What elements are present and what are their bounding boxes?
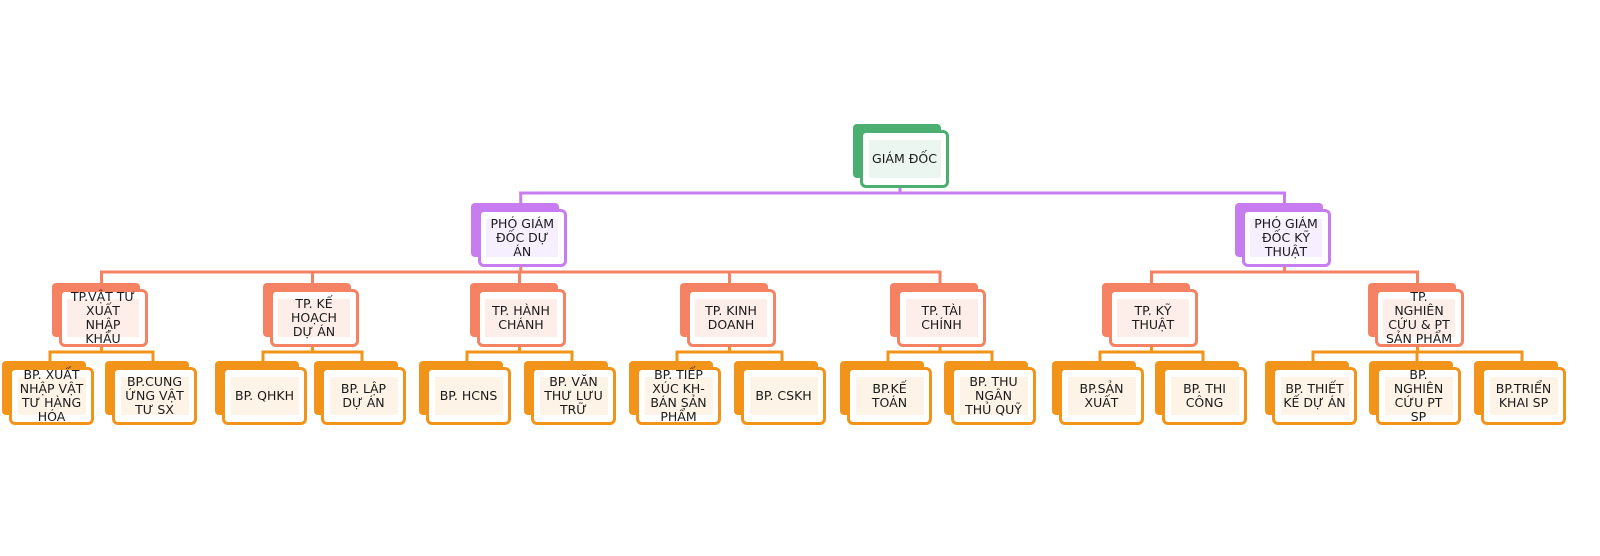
node-label: TP. TÀI CHÍNH xyxy=(905,299,978,337)
node-box: TP. HÀNH CHÁNH xyxy=(476,289,566,347)
node-box: PHÓ GIÁM ĐỐC KỸ THUẬT xyxy=(1241,209,1331,267)
node-label: BP. VĂN THƯ LƯU TRỮ xyxy=(539,375,608,417)
node-box: BP.KẾ TOÁN xyxy=(847,367,932,425)
node-label: BP. HCNS xyxy=(434,377,503,415)
node-box: BP. CSKH xyxy=(741,367,826,425)
unit-node: BP. NGHIÊN CỨU PT SP xyxy=(1369,361,1461,425)
node-box: BP. TIẾP XÚC KH-BÁN SẢN PHẨM xyxy=(636,367,721,425)
node-label: BP. XUẤT NHẬP VẬT TƯ HÀNG HÓA xyxy=(17,368,86,424)
department-node: TP. KINH DOANH xyxy=(679,283,776,347)
node-label: BP. CSKH xyxy=(749,377,818,415)
node-label: BP. NGHIÊN CỨU PT SP xyxy=(1384,368,1453,424)
node-label: BP. LẬP DỰ ÁN xyxy=(329,377,398,415)
department-node: TP. TÀI CHÍNH xyxy=(890,283,986,347)
unit-node: BP. VĂN THƯ LƯU TRỮ xyxy=(524,361,616,425)
node-box: TP. KINH DOANH xyxy=(686,289,776,347)
node-label: TP. HÀNH CHÁNH xyxy=(485,299,557,337)
node-box: BP. VĂN THƯ LƯU TRỮ xyxy=(531,367,616,425)
deputy-node: PHÓ GIÁM ĐỐC KỸ THUẬT xyxy=(1234,203,1331,267)
unit-node: BP. THU NGÂN THỦ QUỸ xyxy=(944,361,1036,425)
node-label: BP.TRIỂN KHAI SP xyxy=(1489,377,1558,415)
department-node: TP. NGHIÊN CỨU & PT SẢN PHẨM xyxy=(1367,283,1464,347)
node-box: TP. NGHIÊN CỨU & PT SẢN PHẨM xyxy=(1374,289,1464,347)
node-box: BP. HCNS xyxy=(426,367,511,425)
unit-node: BP.SẢN XUẤT xyxy=(1052,361,1144,425)
unit-node: BP. LẬP DỰ ÁN xyxy=(314,361,406,425)
node-box: BP.CUNG ỨNG VẬT TƯ SX xyxy=(112,367,197,425)
node-box: BP. XUẤT NHẬP VẬT TƯ HÀNG HÓA xyxy=(9,367,94,425)
node-label: BP. THIẾT KẾ DỰ ÁN xyxy=(1280,377,1349,415)
node-box: BP. THU NGÂN THỦ QUỸ xyxy=(951,367,1036,425)
node-box: BP. NGHIÊN CỨU PT SP xyxy=(1376,367,1461,425)
unit-node: BP. TIẾP XÚC KH-BÁN SẢN PHẨM xyxy=(629,361,721,425)
node-label: TP. KẾ HOẠCH DỰ ÁN xyxy=(278,297,350,339)
node-box: TP. KẾ HOẠCH DỰ ÁN xyxy=(269,289,359,347)
node-label: GIÁM ĐỐC xyxy=(868,140,941,178)
node-label: TP. KỸ THUẬT xyxy=(1117,299,1189,337)
node-label: BP.CUNG ỨNG VẬT TƯ SX xyxy=(120,375,189,417)
node-label: BP.SẢN XUẤT xyxy=(1067,377,1136,415)
node-label: BP. THU NGÂN THỦ QUỸ xyxy=(959,375,1028,417)
node-label: PHÓ GIÁM ĐỐC KỸ THUẬT xyxy=(1250,217,1322,259)
node-label: BP. TIẾP XÚC KH-BÁN SẢN PHẨM xyxy=(644,368,713,424)
node-label: TP. NGHIÊN CỨU & PT SẢN PHẨM xyxy=(1383,290,1455,346)
node-box: BP. THI CÔNG xyxy=(1162,367,1247,425)
node-label: BP. QHKH xyxy=(230,377,299,415)
node-box: TP. KỸ THUẬT xyxy=(1108,289,1198,347)
node-box: BP.TRIỂN KHAI SP xyxy=(1481,367,1566,425)
department-node: TP. KẾ HOẠCH DỰ ÁN xyxy=(262,283,359,347)
unit-node: BP.TRIỂN KHAI SP xyxy=(1474,361,1566,425)
node-box: GIÁM ĐỐC xyxy=(860,130,949,188)
node-box: BP. QHKH xyxy=(222,367,307,425)
node-label: BP.KẾ TOÁN xyxy=(855,377,924,415)
node-box: BP. THIẾT KẾ DỰ ÁN xyxy=(1272,367,1357,425)
unit-node: BP. QHKH xyxy=(215,361,307,425)
node-box: PHÓ GIÁM ĐỐC DỰ ÁN xyxy=(477,209,567,267)
department-node: TP.VẬT TƯ XUẤT NHẬP KHẨU xyxy=(51,283,148,347)
node-box: BP.SẢN XUẤT xyxy=(1059,367,1144,425)
node-box: TP. TÀI CHÍNH xyxy=(897,289,986,347)
director-node: GIÁM ĐỐC xyxy=(853,124,949,188)
department-node: TP. HÀNH CHÁNH xyxy=(469,283,566,347)
node-box: BP. LẬP DỰ ÁN xyxy=(321,367,406,425)
unit-node: BP. THI CÔNG xyxy=(1155,361,1247,425)
unit-node: BP. XUẤT NHẬP VẬT TƯ HÀNG HÓA xyxy=(2,361,94,425)
unit-node: BP.KẾ TOÁN xyxy=(840,361,932,425)
deputy-node: PHÓ GIÁM ĐỐC DỰ ÁN xyxy=(470,203,567,267)
node-label: TP. KINH DOANH xyxy=(695,299,767,337)
department-node: TP. KỸ THUẬT xyxy=(1101,283,1198,347)
unit-node: BP. CSKH xyxy=(734,361,826,425)
unit-node: BP. THIẾT KẾ DỰ ÁN xyxy=(1265,361,1357,425)
unit-node: BP.CUNG ỨNG VẬT TƯ SX xyxy=(105,361,197,425)
node-label: TP.VẬT TƯ XUẤT NHẬP KHẨU xyxy=(67,290,139,346)
node-box: TP.VẬT TƯ XUẤT NHẬP KHẨU xyxy=(58,289,148,347)
node-label: BP. THI CÔNG xyxy=(1170,377,1239,415)
node-label: PHÓ GIÁM ĐỐC DỰ ÁN xyxy=(486,217,559,259)
unit-node: BP. HCNS xyxy=(419,361,511,425)
